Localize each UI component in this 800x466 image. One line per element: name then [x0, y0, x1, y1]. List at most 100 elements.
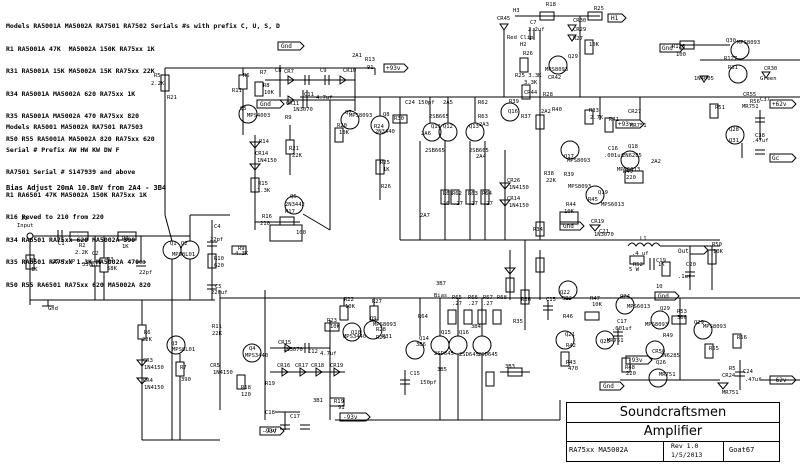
component-label: Q21	[565, 332, 575, 338]
component-label: CR24	[722, 373, 736, 379]
component-label: Q25	[600, 339, 610, 345]
component-label: 3B7	[436, 281, 446, 287]
component-label: R25 3.3K	[515, 73, 542, 79]
component-label: R63	[478, 114, 488, 120]
component-label: R21	[167, 95, 177, 101]
component-label: 1K	[383, 167, 390, 173]
component-label: R127	[724, 56, 737, 62]
component-label: 3B2	[562, 296, 572, 302]
component-label: 22K	[142, 337, 153, 343]
component-label: .001uf	[604, 153, 624, 159]
component-label: R21	[289, 146, 299, 152]
notes-mid-title: Models RA5001 MA5002A RA7501 RA7503	[6, 123, 143, 131]
component-label: .27	[468, 201, 478, 207]
component-label: R65	[452, 295, 462, 301]
component-label: 91	[367, 65, 374, 71]
component-label: MPS8093	[703, 324, 726, 330]
component-label: R14	[259, 139, 270, 145]
component-label: R7	[180, 365, 187, 371]
component-label: 4.7uf	[316, 95, 333, 101]
component-label: R6	[243, 73, 250, 79]
component-label: CR29	[573, 27, 586, 33]
port-plus62: +62v	[772, 101, 787, 108]
component-label: 3B6	[416, 342, 426, 348]
component-label: MR751	[630, 123, 647, 129]
port-plus93-mid: +93v	[618, 121, 633, 128]
component-label: R4	[122, 236, 129, 242]
component-label: R19	[265, 381, 275, 387]
component-label: Q10	[351, 330, 361, 336]
component-label: 1N4150	[257, 158, 277, 164]
component-label: 2N3440	[375, 129, 395, 135]
component-label: MR751	[722, 390, 739, 396]
component-label: Q18	[628, 144, 638, 150]
component-label: CR4	[143, 378, 154, 384]
component-label: CR50	[652, 349, 665, 355]
component-label: 1N3070	[594, 232, 614, 238]
component-label: Input	[17, 223, 34, 229]
component-label: 220	[626, 371, 636, 377]
component-label: R33	[589, 108, 599, 114]
component-label: 1N4005	[694, 76, 714, 82]
notes-mid-line: R50 R55 RA6501 RA75xx 620 MA5002A 820	[6, 280, 151, 289]
component-label: MPS6013	[617, 167, 640, 173]
component-label: J1	[21, 216, 28, 222]
component-label: C24	[405, 100, 416, 106]
component-label: MPS8093	[568, 184, 591, 190]
clip-indicator	[499, 11, 800, 158]
component-label: Q13	[469, 124, 479, 130]
component-label: C3	[139, 260, 146, 266]
component-label: 10K	[339, 130, 350, 136]
vas-stage	[160, 68, 390, 300]
component-label: R63	[468, 191, 478, 197]
component-label: R67	[483, 295, 493, 301]
component-label: 330pf	[82, 262, 99, 268]
component-label: 1K	[122, 244, 129, 250]
component-label: H3	[513, 8, 520, 14]
component-label: R39	[509, 99, 519, 105]
component-label: 2SD645	[459, 352, 479, 358]
component-label: 620	[214, 263, 224, 269]
component-label: 150pf	[420, 380, 437, 386]
component-label: 100	[676, 52, 686, 58]
component-label: .27	[483, 301, 493, 307]
component-label: R41	[609, 117, 619, 123]
port-gnd-right: Gnd	[658, 293, 669, 300]
component-label: 1K	[658, 262, 665, 268]
component-label: Gnd	[48, 306, 58, 312]
component-label: 2SB665	[425, 148, 445, 154]
component-label: .27	[483, 201, 493, 207]
component-label: 2SD645	[434, 351, 454, 357]
component-label: 91	[338, 405, 345, 411]
component-label: R18	[546, 2, 556, 8]
component-label: R1	[30, 258, 37, 264]
component-label: R2	[79, 243, 86, 249]
component-label: 25uf NP	[52, 259, 76, 265]
component-label: Q28	[729, 127, 739, 133]
component-label: Q30	[726, 38, 736, 44]
notes-mid-line: R34 RA6501 RA75xx 620 MA5002A 390	[6, 235, 136, 244]
component-label: R42	[566, 343, 576, 349]
component-label: R6	[144, 330, 151, 336]
component-label: R31	[382, 334, 392, 340]
port-gnd-left: Gnd	[260, 101, 271, 108]
component-label: Q14	[419, 336, 430, 342]
port-gnd-bottom: Gnd	[603, 383, 614, 390]
component-label: C21	[599, 229, 609, 235]
component-label: Green	[760, 76, 777, 82]
component-label: MPS8L01	[172, 252, 195, 258]
component-label: Q29	[568, 54, 578, 60]
lower-output-stage	[236, 240, 800, 430]
model-list: RA75xx MA5002A	[569, 446, 629, 454]
component-label: Bias	[434, 293, 447, 299]
component-label: 1N4150	[509, 185, 529, 191]
component-label: 150pf	[418, 100, 435, 106]
component-label: Q3	[171, 341, 178, 347]
component-label: 3B4	[471, 324, 482, 330]
notes-mid-line: RA7501 Serial # S147939 and above	[6, 168, 136, 176]
port-minus93-left: -93v	[262, 428, 277, 435]
component-label: CR15	[278, 340, 291, 346]
component-label: R34	[533, 227, 544, 233]
component-label: 2N3442	[285, 202, 305, 208]
